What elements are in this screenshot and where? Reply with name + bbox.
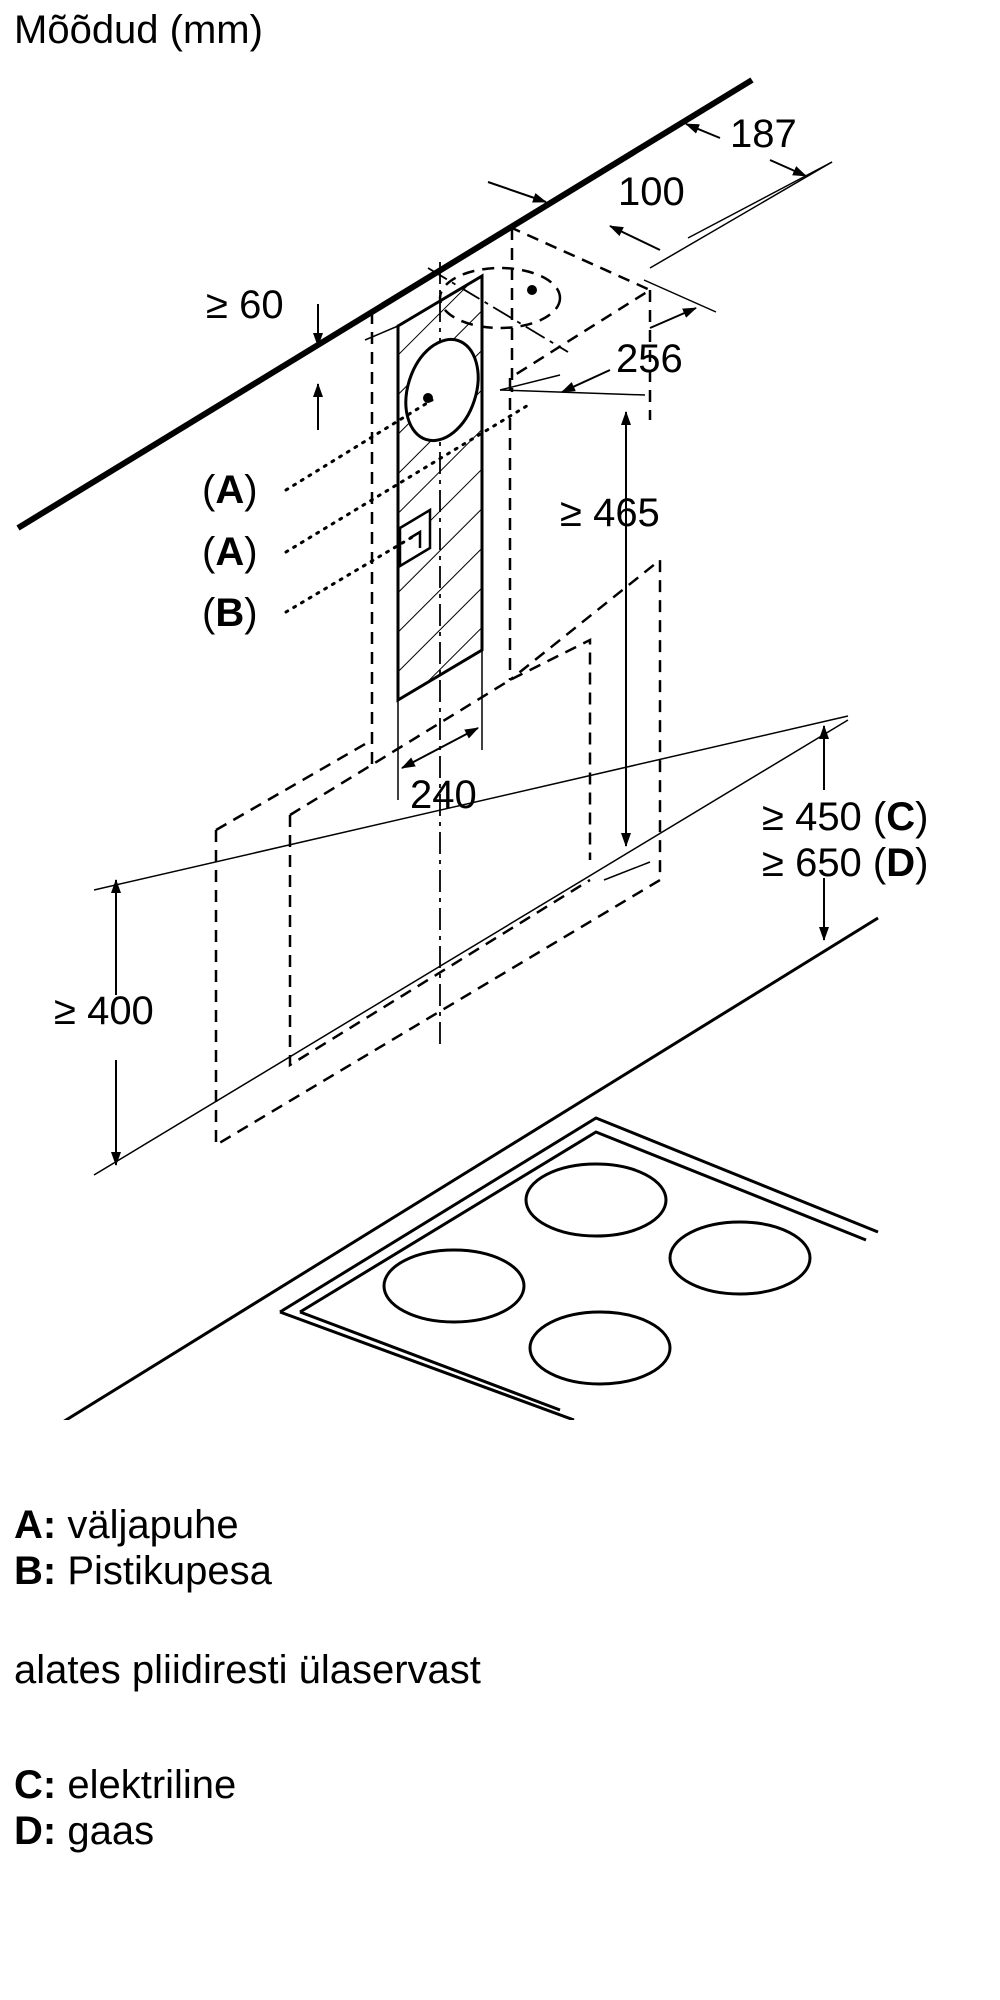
exhaust-top-ring — [438, 266, 562, 330]
cooktop — [63, 916, 879, 1420]
legend-b: B: Pistikupesa — [14, 1549, 272, 1593]
dim-650: ≥ 650 (D) — [762, 841, 928, 885]
callout-a-2: (A) — [202, 530, 258, 574]
dim-60: ≥ 60 — [206, 283, 284, 327]
installation-diagram: 187 100 ≥ 60 256 ≥ 465 240 ≥ 450 (C) ≥ 6… — [16, 77, 928, 1420]
ceiling-line — [16, 77, 754, 531]
dim-256: 256 — [616, 337, 683, 381]
top-dimension-arrows — [313, 123, 807, 430]
lower-dimension-lines — [93, 650, 849, 1176]
legend-a: A: väljapuhe — [14, 1503, 239, 1547]
dim-400: ≥ 400 — [54, 989, 154, 1033]
socket-icon — [398, 507, 432, 569]
lower-dimension-arrows — [111, 411, 829, 1166]
legend-c: C: elektriline — [14, 1763, 237, 1807]
note-from-cooktop: alates pliidiresti ülaservast — [14, 1648, 481, 1692]
callout-leaders — [284, 398, 532, 614]
dim-450: ≥ 450 (C) — [762, 795, 928, 839]
hood-outline — [214, 226, 662, 1148]
callout-b: (B) — [202, 591, 258, 635]
dim-240: 240 — [410, 773, 477, 817]
dim-465: ≥ 465 — [560, 491, 660, 535]
legend-d: D: gaas — [14, 1809, 155, 1853]
page-title: Mõõdud (mm) — [14, 8, 263, 52]
top-dimension-lines — [364, 161, 833, 396]
callout-a-1: (A) — [202, 468, 258, 512]
dim-100: 100 — [618, 170, 685, 214]
exhaust-opening — [404, 337, 480, 443]
dim-187: 187 — [730, 112, 797, 156]
